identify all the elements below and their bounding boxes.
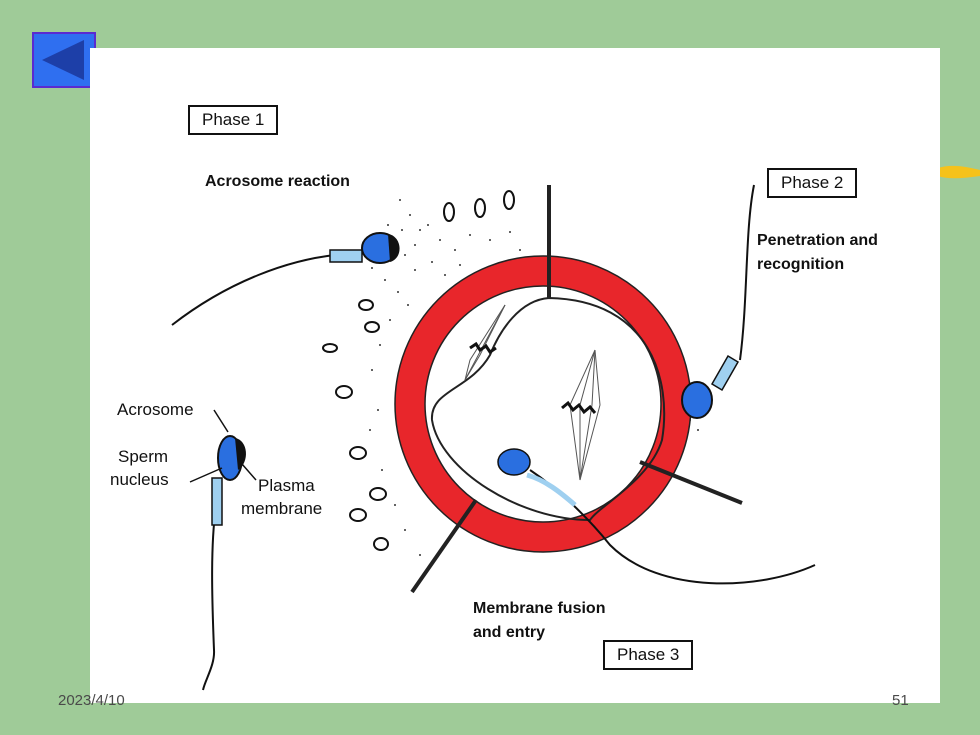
sperm-phase-1 — [171, 232, 400, 326]
label-sperm-line1: Sperm — [118, 447, 169, 466]
triangle-left-icon — [42, 40, 84, 80]
label-acrosome-reaction: Acrosome reaction — [205, 173, 350, 190]
yellow-arrow-decoration — [938, 165, 980, 179]
chromosomes-2 — [561, 400, 597, 415]
phase-1-box: Phase 1 — [188, 105, 279, 135]
label-acrosome: Acrosome — [117, 400, 194, 419]
phase-2-box: Phase 2 — [767, 168, 858, 198]
label-fusion-line1: Membrane fusion — [473, 600, 606, 617]
footer-page-number: 51 — [892, 692, 909, 709]
label-penetration-line1: Penetration and — [757, 232, 878, 249]
label-pointers — [189, 409, 257, 483]
label-penetration-line2: recognition — [757, 256, 845, 273]
corona-cells — [322, 190, 515, 551]
label-plasma-line2: membrane — [241, 499, 323, 518]
sperm-phase-3 — [497, 448, 816, 585]
back-button[interactable] — [32, 32, 96, 88]
label-plasma-line1: Plasma — [258, 476, 315, 495]
section-lines — [410, 185, 743, 594]
zona-pellucida — [395, 256, 691, 552]
sperm-phase-2 — [681, 184, 755, 419]
egg-membrane — [430, 296, 666, 522]
chromosomes-1 — [469, 341, 497, 355]
label-sperm-line2: nucleus — [110, 470, 169, 489]
meiotic-spindle-2 — [569, 349, 601, 481]
label-fusion-line2: and entry — [473, 624, 546, 641]
footer-date: 2023/4/10 — [58, 692, 125, 709]
sperm-labelled — [202, 435, 246, 691]
phase-3-box: Phase 3 — [603, 640, 694, 670]
diagram-panel — [90, 48, 940, 703]
meiotic-spindle-1 — [464, 304, 506, 381]
